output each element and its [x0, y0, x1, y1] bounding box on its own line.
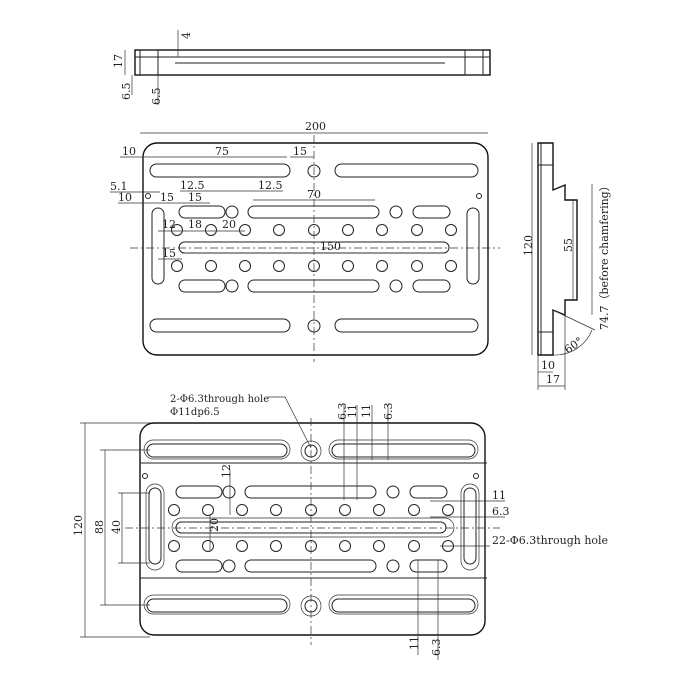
callout-holes: 22-Φ6.3through hole — [492, 534, 608, 547]
dim-15-c: 15 — [162, 247, 176, 260]
side-view: 120 55 74.7（before chamfering） 60° 10 17 — [522, 142, 611, 390]
dim-11-top-b: 11 — [360, 404, 373, 418]
callout-counterbore: 2-Φ6.3through hole — [170, 394, 269, 405]
dim-5-1: 5.1 — [110, 180, 128, 193]
dim-75: 75 — [215, 145, 229, 158]
dim-12-bottom: 12 — [220, 464, 233, 478]
top-view: 17 4 6.5 6.5 — [112, 30, 491, 106]
dim-6-5-a: 6.5 — [120, 83, 133, 101]
dim-11-right: 11 — [492, 489, 506, 502]
dim-17-side: 17 — [546, 373, 560, 386]
dim-12-5-a: 12.5 — [180, 179, 205, 192]
dim-120-bottom: 120 — [72, 515, 85, 536]
callout-depth: Φ11dp6.5 — [170, 407, 220, 418]
dim-11-bottom: 11 — [408, 636, 421, 650]
dim-6-3-bottom: 6.3 — [430, 639, 443, 657]
dim-6-3-right: 6.3 — [492, 505, 510, 518]
dim-150: 150 — [320, 240, 341, 253]
dim-55: 55 — [562, 238, 575, 252]
bottom-view: 2-Φ6.3through hole Φ11dp6.5 6.3 11 11 6.… — [72, 394, 608, 660]
dim-18: 18 — [188, 218, 202, 231]
dim-40: 40 — [110, 520, 123, 534]
dim-10: 10 — [122, 145, 136, 158]
dim-20-bottom: 20 — [208, 518, 221, 532]
dim-15-a: 15 — [160, 191, 174, 204]
dim-60-deg: 60° — [562, 334, 585, 356]
dim-10-side: 10 — [541, 359, 555, 372]
dim-200: 200 — [305, 120, 326, 133]
dim-6-3-top-a: 6.3 — [336, 403, 349, 421]
dim-11-top-a: 11 — [346, 404, 359, 418]
dim-12-5-b: 12.5 — [258, 179, 283, 192]
dim-15-top: 15 — [293, 145, 307, 158]
dim-4: 4 — [180, 32, 193, 39]
dim-15-b: 15 — [188, 191, 202, 204]
dim-120-side: 120 — [522, 235, 535, 256]
plan-view: 200 10 75 15 5.1 10 15 15 12.5 12.5 70 1… — [110, 120, 500, 362]
dim-6-3-top-b: 6.3 — [382, 403, 395, 421]
dim-17: 17 — [112, 54, 125, 68]
dim-74-7: 74.7（before chamfering） — [598, 180, 611, 330]
dim-88: 88 — [93, 520, 106, 534]
dim-12: 12 — [162, 218, 176, 231]
dim-70: 70 — [307, 188, 321, 201]
dim-10-b: 10 — [118, 191, 132, 204]
dim-6-5-b: 6.5 — [150, 88, 163, 106]
dim-20: 20 — [222, 218, 236, 231]
